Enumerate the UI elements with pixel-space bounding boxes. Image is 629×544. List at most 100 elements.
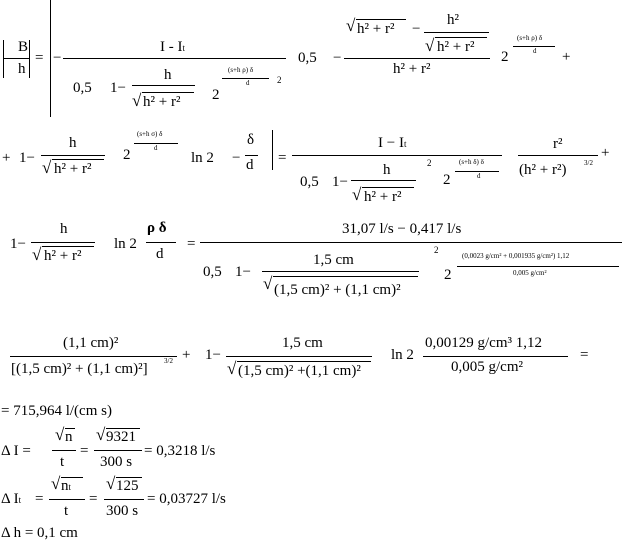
minus-sign: − [412, 21, 421, 37]
sqrt-bar [142, 92, 194, 93]
sqrt-icon: √ [132, 91, 142, 110]
delta: δ [247, 132, 255, 148]
radicand: h² + r² [44, 248, 82, 264]
sqrt-bar [362, 187, 414, 188]
fraction-bar [31, 242, 95, 243]
radicand: nt [61, 478, 72, 494]
equals-sign: = [580, 347, 589, 363]
exponent-numerator: (s+h ρ) δ [228, 66, 254, 74]
sqrt-icon: √ [32, 245, 42, 264]
evaluation-bar [272, 130, 273, 170]
radicand: h² + r² [437, 39, 475, 55]
plus-sign: + [601, 145, 610, 161]
radicand: (1,5 cm)² +(1,1 cm)² [238, 363, 361, 379]
plus-sign: + [182, 347, 191, 363]
equals-sign: = [187, 236, 196, 252]
lhs-fraction-bar [4, 58, 29, 59]
h-term: h [164, 67, 172, 83]
exponent-bar [222, 78, 269, 79]
sqrt-icon: √ [346, 16, 356, 35]
square-exponent: 2 [277, 75, 282, 85]
radicand: (1,5 cm)² + (1,1 cm)² [274, 282, 401, 298]
fraction-bar [132, 85, 195, 86]
lhs-denominator: h [18, 61, 26, 77]
sqrt-icon: √ [263, 274, 273, 293]
coefficient: 0,5 [73, 80, 92, 96]
sqrt-icon: √ [42, 158, 52, 177]
fraction-bar [262, 271, 419, 272]
rho-delta: ρ δ [147, 220, 167, 236]
sqrt-bar [61, 477, 83, 478]
fraction-bar [351, 180, 416, 181]
h-term: h [60, 221, 68, 237]
sqrt-icon: √ [106, 474, 116, 493]
ln2: ln 2 [114, 236, 137, 252]
fraction-bar [146, 242, 176, 243]
denominator: 300 s [106, 503, 139, 519]
one-minus: 1− [332, 174, 348, 190]
one-minus: 1− [10, 236, 26, 252]
sqrt-bar [237, 361, 371, 362]
sqrt-bar [273, 276, 418, 277]
factor: 0,5 [298, 50, 317, 66]
numerator: I - It [160, 39, 186, 55]
minus-sign: − [232, 150, 241, 166]
sqrt-bar [106, 428, 140, 429]
sqrt-bar [435, 37, 487, 38]
one-minus: 1− [110, 80, 126, 96]
exponent-numerator: (0,0023 g/cm² + 0,001935 g/cm²) 1,12 [462, 252, 570, 260]
radicand: h² + r² [357, 21, 395, 37]
fraction-bar [344, 58, 490, 59]
lhs-numerator: B [18, 39, 29, 55]
main-fraction-bar [292, 155, 502, 156]
sqrt-icon: √ [227, 359, 237, 378]
ln2: ln 2 [191, 150, 214, 166]
minus-sign: − [333, 50, 342, 66]
radicand: 9321 [106, 429, 136, 445]
denominator: [(1,5 cm)² + (1,1 cm)²] [11, 361, 148, 377]
radicand: h² + r² [143, 94, 181, 110]
sqrt-bar [65, 428, 75, 429]
fraction-bar [52, 450, 76, 451]
exponent-bar [513, 46, 555, 47]
exponent-bar [134, 143, 178, 144]
equals-sign: = [89, 491, 98, 507]
square-exponent: 2 [427, 158, 432, 168]
d: d [156, 246, 164, 262]
exponent-denominator: d [477, 172, 481, 180]
sqrt-icon: √ [425, 36, 435, 55]
radicand: h² + r² [54, 161, 92, 177]
sqrt-icon: √ [51, 474, 61, 493]
numerator: (1,1 cm)² [63, 335, 119, 351]
equals-sign: = [35, 491, 44, 507]
exponent-bar [455, 171, 499, 172]
fraction-denominator: 0,005 g/cm² [451, 359, 523, 375]
fraction-bar [245, 155, 258, 156]
exponent-denominator: d [533, 47, 537, 55]
base-two: 2 [212, 87, 220, 103]
one-minus: 1− [205, 347, 221, 363]
exponent-denominator: d [154, 144, 158, 152]
delta-it-result: = 0,03727 l/s [147, 491, 226, 507]
minus-sign: − [53, 50, 62, 66]
ln2: ln 2 [391, 347, 414, 363]
exponent-denominator: 0,005 g/cm² [513, 269, 547, 277]
d: d [246, 157, 254, 173]
equals-sign: = [35, 50, 44, 66]
numerator: 31,07 l/s − 0,417 l/s [342, 221, 462, 237]
main-fraction-bar [63, 58, 286, 59]
plus-sign: + [562, 49, 571, 65]
coefficient: 0,5 [203, 264, 222, 280]
h-value: 1,5 cm [313, 252, 354, 268]
abs-bar-left [3, 40, 4, 78]
t: t [60, 454, 65, 470]
h-term: h [69, 135, 77, 151]
sqrt-bar [356, 19, 406, 20]
sqrt-icon: √ [352, 185, 362, 204]
denominator: 300 s [100, 454, 133, 470]
exponent-denominator: d [246, 79, 250, 87]
base-two: 2 [444, 267, 452, 283]
plus-sign: + [2, 150, 11, 166]
delta-i-result: = 0,3218 l/s [144, 443, 216, 459]
delta-i-label: Δ I = [1, 443, 31, 459]
